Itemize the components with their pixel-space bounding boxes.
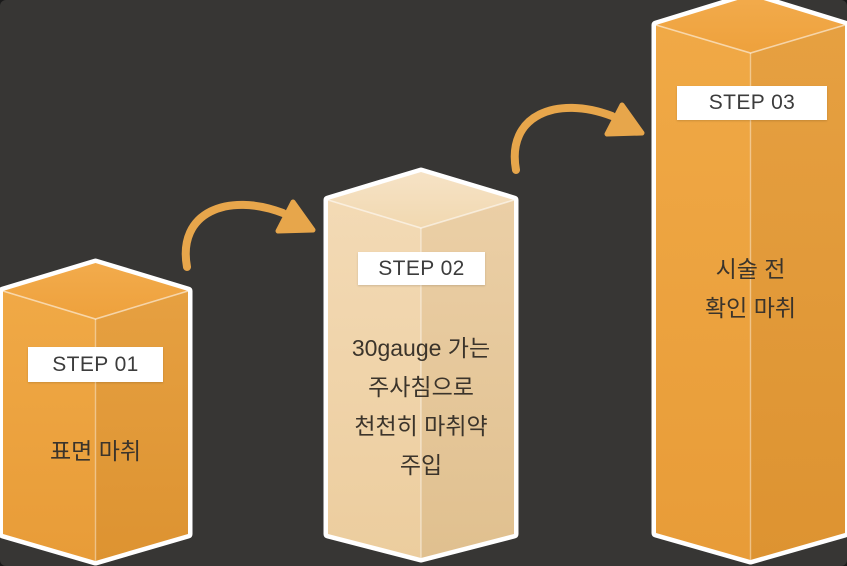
text-line: 주사침으로 — [368, 374, 474, 400]
text-line: 30gauge 가는 — [351, 335, 491, 361]
step-02-badge: STEP 02 — [358, 252, 485, 285]
text-line: 주입 — [399, 452, 443, 478]
curved-arrow-icon — [510, 102, 645, 174]
step-01-badge: STEP 01 — [28, 347, 163, 382]
step-03-description: 시술 전 확인 마취 — [656, 250, 845, 328]
step-1-pillar — [0, 258, 193, 566]
text-line: 확인 마취 — [704, 295, 797, 321]
text-line: 천천히 마취약 — [354, 413, 488, 439]
text-line: 시술 전 — [715, 256, 786, 282]
text-line: 표면 마취 — [49, 438, 142, 464]
step-3-pillar — [651, 0, 847, 565]
curved-arrow-icon — [181, 199, 316, 271]
step-03-badge: STEP 03 — [677, 86, 827, 120]
step-01-description: 표면 마취 — [3, 432, 188, 471]
step-02-description: 30gauge 가는 주사침으로 천천히 마취약 주입 — [328, 329, 514, 485]
